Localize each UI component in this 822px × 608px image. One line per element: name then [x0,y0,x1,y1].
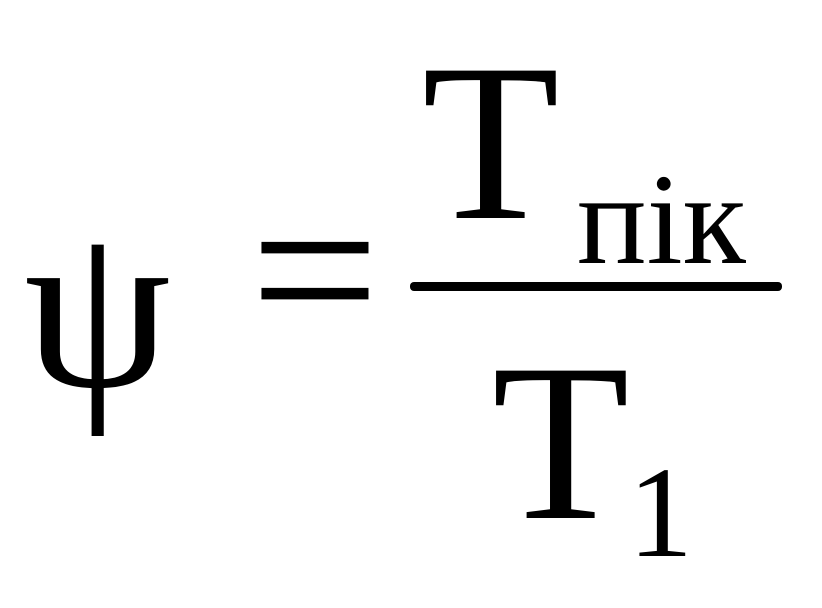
numerator-subscript: пік [577,148,746,292]
numerator-symbol: T [422,17,560,267]
formula-lhs-psi: ψ [24,177,172,437]
denominator-subscript: 1 [628,441,693,585]
fraction-bar [410,282,782,291]
denominator-symbol: T [492,317,630,567]
formula-equals-sign: = [250,142,380,397]
